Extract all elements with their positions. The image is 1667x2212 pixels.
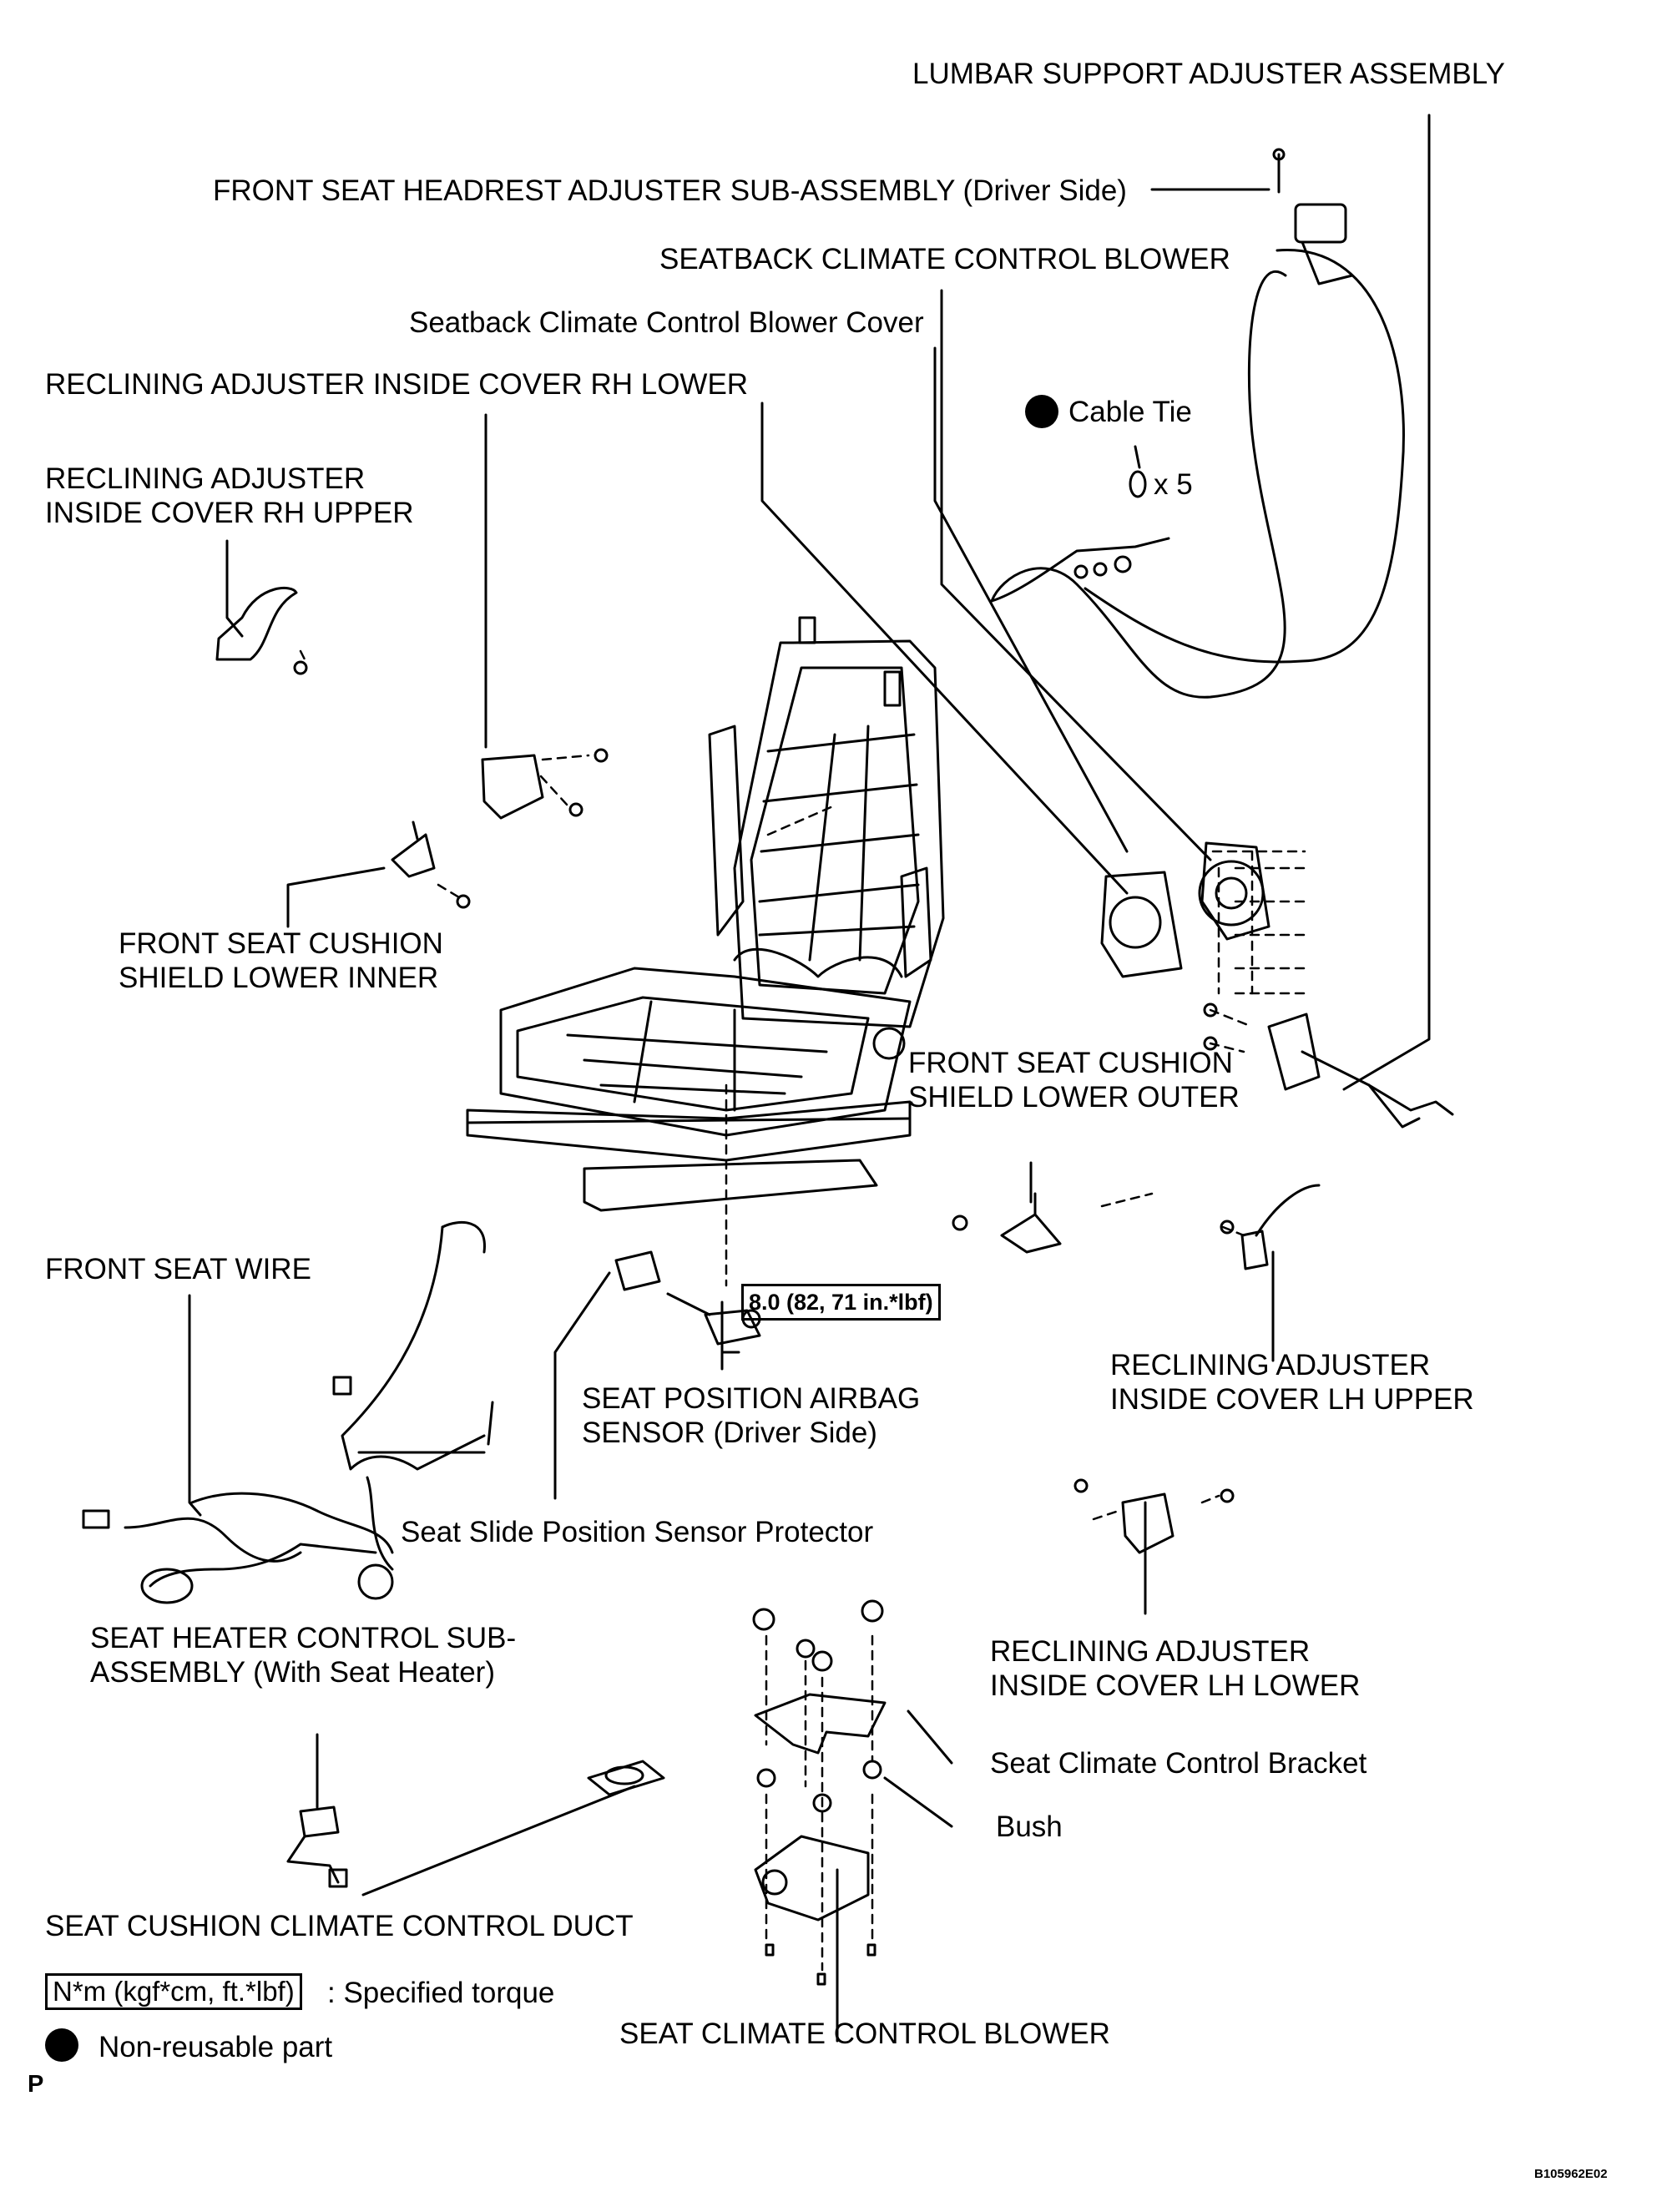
label-shield-inner-line1: FRONT SEAT CUSHION xyxy=(119,927,443,960)
label-rh-lower-cover: RECLINING ADJUSTER INSIDE COVER RH LOWER xyxy=(45,368,749,401)
label-slide-sensor-protector: Seat Slide Position Sensor Protector xyxy=(401,1516,874,1548)
label-heater-line2: ASSEMBLY (With Seat Heater) xyxy=(90,1656,495,1689)
seat-frame xyxy=(466,616,945,1212)
label-airbag-sensor: SEAT POSITION AIRBAG SENSOR (Driver Side… xyxy=(582,1381,920,1450)
seat-climate-blower-body xyxy=(754,1835,876,1986)
label-bush: Bush xyxy=(996,1811,1063,1843)
label-climate-bracket: Seat Climate Control Bracket xyxy=(990,1747,1367,1780)
figure-id: B105962E02 xyxy=(1534,2167,1608,2181)
front-seat-wire-harness xyxy=(82,1221,494,1604)
label-lh-lower-line2: INSIDE COVER LH LOWER xyxy=(990,1669,1361,1702)
legend-specified-torque: : Specified torque xyxy=(327,1977,555,2009)
label-seatback-climate-blower: SEATBACK CLIMATE CONTROL BLOWER xyxy=(659,243,1230,275)
seat-climate-bracket xyxy=(752,1599,887,1755)
seat-cushion-duct xyxy=(587,1760,665,1796)
label-shield-outer-line1: FRONT SEAT CUSHION xyxy=(908,1047,1233,1079)
label-blower-cover: Seatback Climate Control Blower Cover xyxy=(409,306,924,339)
label-shield-outer-line2: SHIELD LOWER OUTER xyxy=(908,1081,1240,1114)
label-rh-upper-line2: INSIDE COVER RH UPPER xyxy=(45,497,414,529)
lumbar-support-cable xyxy=(990,148,1405,699)
label-lh-upper-line1: RECLINING ADJUSTER xyxy=(1110,1349,1431,1381)
shield-lower-inner xyxy=(391,821,471,909)
bush-set xyxy=(756,1760,882,1813)
label-lumbar-support-adjuster: LUMBAR SUPPORT ADJUSTER ASSEMBLY xyxy=(912,58,1505,90)
cable-tie-icon xyxy=(1129,445,1147,498)
label-lh-upper-line2: INSIDE COVER LH UPPER xyxy=(1110,1383,1474,1416)
seat-heater-control xyxy=(286,1805,348,1888)
dashed-assembly-lines xyxy=(299,649,1306,1972)
torque-box-airbag-sensor: 8.0 (82, 71 in.*lbf) xyxy=(741,1284,941,1321)
label-seat-heater-control: SEAT HEATER CONTROL SUB- ASSEMBLY (With … xyxy=(90,1621,516,1689)
label-heater-line1: SEAT HEATER CONTROL SUB- xyxy=(90,1622,517,1654)
label-airbag-line1: SEAT POSITION AIRBAG xyxy=(582,1382,921,1415)
label-cushion-duct: SEAT CUSHION CLIMATE CONTROL DUCT xyxy=(45,1910,634,1942)
label-cable-tie-qty: x 5 xyxy=(1154,468,1193,501)
rh-upper-cover xyxy=(215,587,308,675)
label-airbag-line2: SENSOR (Driver Side) xyxy=(582,1417,877,1449)
label-rh-upper-cover: RECLINING ADJUSTER INSIDE COVER RH UPPER xyxy=(45,462,413,530)
label-rh-upper-line1: RECLINING ADJUSTER xyxy=(45,462,366,495)
shield-lower-outer-part xyxy=(952,1192,1062,1254)
shield-lower-outer xyxy=(1203,1002,1454,1129)
rh-lower-cover xyxy=(481,748,609,820)
label-headrest-adjuster: FRONT SEAT HEADREST ADJUSTER SUB-ASSEMBL… xyxy=(213,174,1127,207)
label-lh-lower-cover: RECLINING ADJUSTER INSIDE COVER LH LOWER xyxy=(990,1634,1360,1703)
label-front-seat-wire: FRONT SEAT WIRE xyxy=(45,1253,311,1285)
lh-lower-cover xyxy=(1073,1478,1235,1554)
seatback-blower-assembly xyxy=(1100,841,1270,978)
label-lh-lower-line1: RECLINING ADJUSTER xyxy=(990,1635,1311,1668)
legend-nonreusable-dot-icon xyxy=(45,2028,78,2062)
lh-upper-cover xyxy=(1220,1184,1321,1270)
legend-torque-box: N*m (kgf*cm, ft.*lbf) xyxy=(45,1973,302,2010)
label-shield-lower-outer: FRONT SEAT CUSHION SHIELD LOWER OUTER xyxy=(908,1046,1240,1114)
nonreusable-dot-icon xyxy=(1025,395,1058,428)
label-seat-climate-blower: SEAT CLIMATE CONTROL BLOWER xyxy=(619,2018,1110,2050)
label-shield-inner-line2: SHIELD LOWER INNER xyxy=(119,962,439,994)
legend-nonreusable-part: Non-reusable part xyxy=(99,2031,333,2063)
label-cable-tie: Cable Tie xyxy=(1068,396,1192,428)
page-letter: P xyxy=(28,2071,44,2098)
seat-slide-position-sensor-protector xyxy=(614,1250,661,1291)
label-lh-upper-cover: RECLINING ADJUSTER INSIDE COVER LH UPPER xyxy=(1110,1348,1474,1417)
label-shield-lower-inner: FRONT SEAT CUSHION SHIELD LOWER INNER xyxy=(119,927,443,995)
